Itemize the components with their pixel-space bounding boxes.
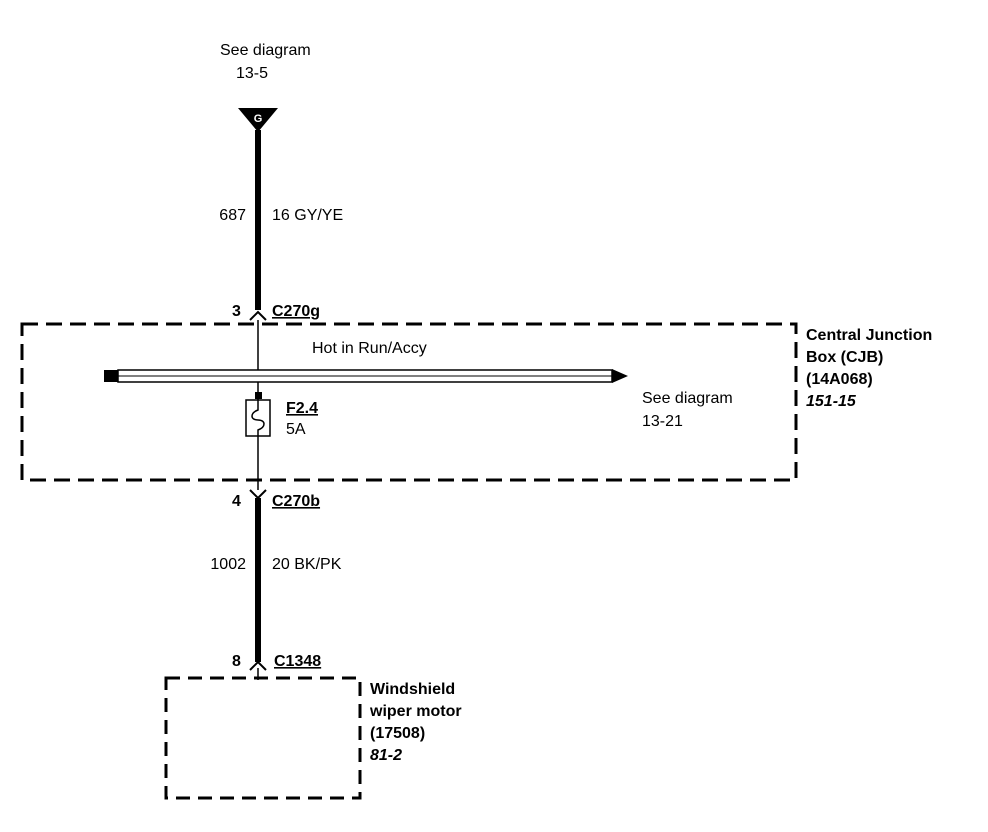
fuse-name: F2.4 [286, 400, 318, 417]
cjb-name-line1: Central Junction [806, 327, 932, 344]
top-ref-line2: 13-5 [236, 65, 268, 82]
cjb-ref: 151-15 [806, 393, 857, 410]
connector-c270b-icon [249, 489, 267, 500]
wire-top-circuit: 687 [219, 207, 246, 224]
bus-label: Hot in Run/Accy [312, 340, 427, 357]
wire-top-spec: 16 GY/YE [272, 207, 343, 224]
connector-bottom-name: C1348 [274, 653, 321, 670]
wire-bottom-spec: 20 BK/PK [272, 556, 342, 573]
motor-part: (17508) [370, 725, 425, 742]
connector-top-pin: 3 [232, 303, 241, 320]
connector-mid-name: C270b [272, 493, 320, 510]
bus-bar [104, 369, 628, 383]
bus-ref-line2: 13-21 [642, 413, 683, 430]
connector-c270g-icon [249, 310, 267, 321]
fuse-icon [245, 382, 271, 490]
cjb-part: (14A068) [806, 371, 873, 388]
motor-name-line2: wiper motor [369, 703, 462, 720]
cjb-name-line2: Box (CJB) [806, 349, 883, 366]
motor-ref: 81-2 [370, 747, 402, 764]
wire-bottom-circuit: 1002 [210, 556, 246, 573]
wiper-motor-box [164, 676, 362, 800]
ground-symbol-icon: G [238, 108, 278, 132]
motor-name-line1: Windshield [370, 681, 455, 698]
connector-mid-pin: 4 [232, 493, 241, 510]
connector-top-name: C270g [272, 303, 320, 320]
fuse-rating: 5A [286, 421, 306, 438]
ground-symbol-letter: G [254, 113, 263, 125]
cjb-box [20, 322, 798, 482]
connector-bottom-pin: 8 [232, 653, 241, 670]
top-ref-line1: See diagram [220, 42, 311, 59]
bus-ref-line1: See diagram [642, 390, 733, 407]
